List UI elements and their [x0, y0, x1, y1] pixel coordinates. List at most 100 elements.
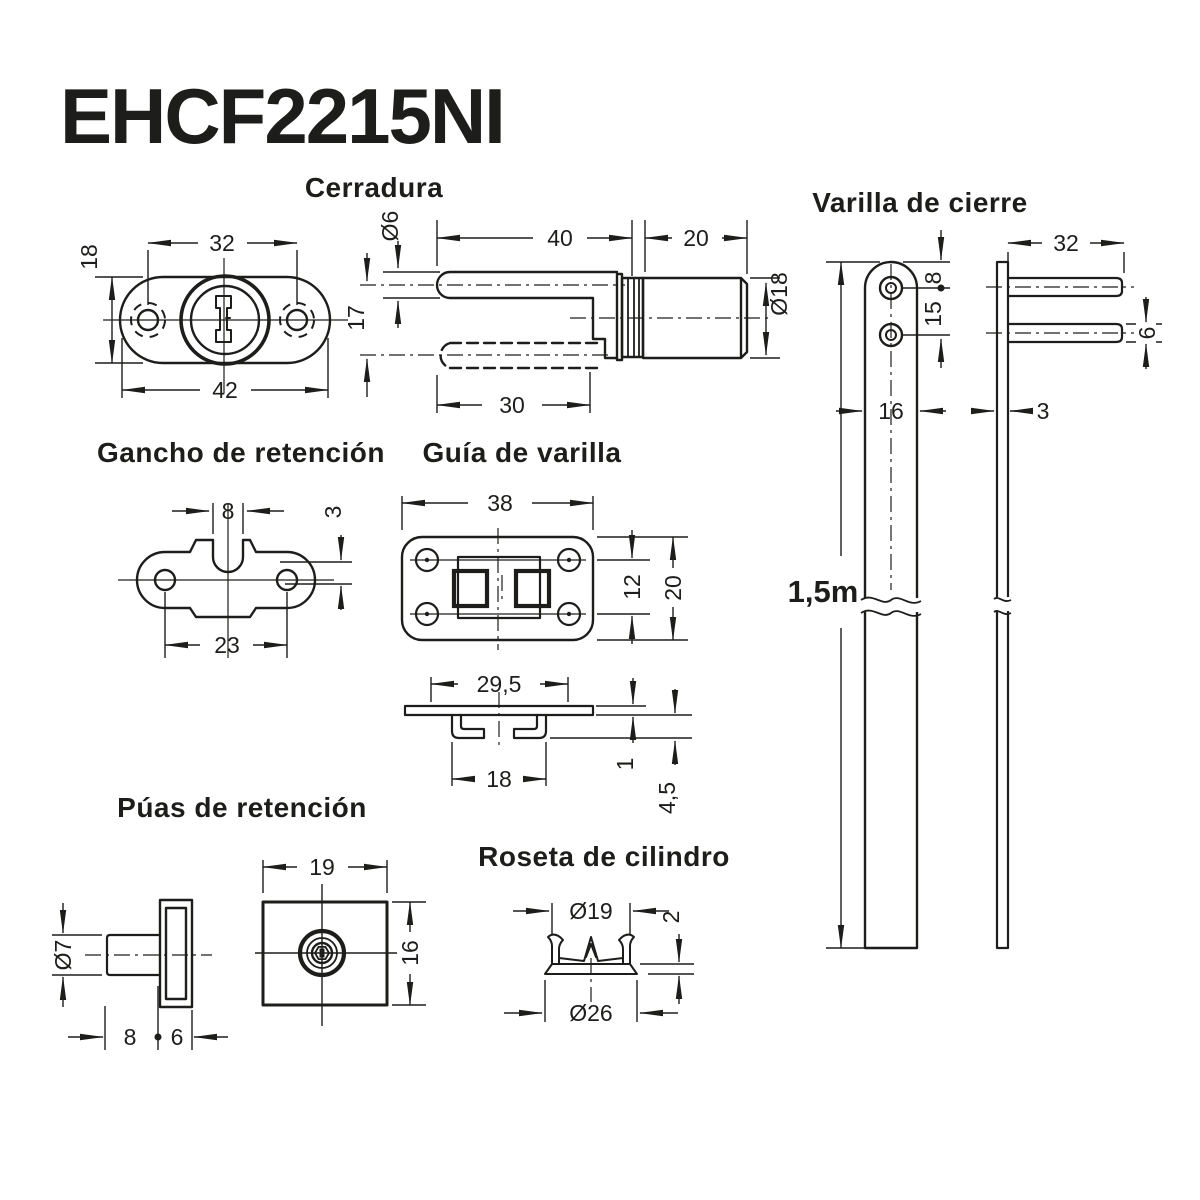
- product-code-title: EHCF2215NI: [60, 72, 504, 160]
- cerradura-cylinder-outer: [179, 274, 271, 366]
- dim-label-rod-length: 40: [547, 225, 573, 251]
- dim-label-rod-offset: 17: [343, 305, 369, 331]
- guia-plate-outline: [400, 535, 595, 642]
- dim-label-guia-height: 20: [660, 575, 686, 601]
- section-guia: Guía de varilla 38 12: [400, 437, 692, 814]
- cerradura-screw-hole-left: [136, 308, 160, 332]
- dim-label-puas-height: 16: [397, 940, 423, 966]
- dim-label-front-total-width: 42: [212, 377, 238, 403]
- dim-label-clip-span: 29,5: [477, 671, 522, 697]
- guia-hole-tl: [414, 547, 440, 573]
- dim-label-hole-spacing: 23: [214, 632, 240, 658]
- cerradura-front-view: 32 18 42: [76, 230, 348, 403]
- dim-ext-notch-depth: [280, 561, 352, 585]
- cerradura-screw-dashed-left: [130, 302, 166, 338]
- varilla-side-view: 32 6 3: [971, 230, 1162, 950]
- varilla-bar-outline: [863, 260, 919, 950]
- dim-ext-40-20: [436, 220, 748, 276]
- dim-ext-rod-dia: [383, 271, 440, 299]
- varilla-side-break-lines: [993, 597, 1012, 615]
- puas-heading: Púas de retención: [117, 792, 367, 823]
- varilla-front-view: 8 15 16 1,5m: [788, 230, 950, 950]
- dim-label-puas-pin-length: 8: [124, 1024, 137, 1050]
- puas-side-view: Ø7 8 6: [50, 898, 228, 1050]
- varilla-pin-bottom: [1006, 322, 1124, 344]
- puas-front-view: 19 16: [255, 854, 426, 1026]
- dim-label-body-diameter: Ø18: [766, 272, 792, 315]
- gancho-view: 8 3 23: [118, 498, 352, 658]
- guia-channel-boss-right: [513, 568, 552, 609]
- guia-hole-tr-dot: [566, 557, 572, 563]
- dim-label-bar-thickness: 3: [1037, 398, 1050, 424]
- varilla-pin-centerlines: [986, 286, 1134, 334]
- dim-label-outer-diameter: Ø26: [569, 1000, 612, 1026]
- dim-label-plate-thickness: 1: [612, 758, 638, 771]
- puas-pin: [105, 933, 162, 977]
- puas-hex-slot: [319, 948, 325, 958]
- dim-label-hole-top-offset: 8: [920, 272, 946, 285]
- dim-label-clip-inner: 18: [486, 766, 512, 792]
- guia-hole-tr: [556, 547, 582, 573]
- guia-channel-band: [456, 555, 542, 620]
- dim-ext-1-45: [550, 705, 692, 739]
- guia-side-view: 29,5 18 1 4,5: [403, 671, 692, 814]
- cerradura-side-centerlines: [360, 284, 772, 356]
- guia-front-view: 38 12 20: [400, 490, 688, 650]
- roseta-wall-left: [547, 933, 564, 965]
- dim-label-rod-diameter: Ø6: [377, 211, 403, 242]
- varilla-break-lines: [860, 596, 922, 617]
- dim-dot-8: [937, 284, 945, 292]
- cerradura-screw-dashed-right: [279, 302, 315, 338]
- gancho-hole-right: [275, 568, 299, 592]
- section-varilla: Varilla de cierre 8 15 16 1,5m: [788, 187, 1162, 950]
- cerradura-heading: Cerradura: [305, 172, 443, 203]
- puas-plate-outer: [158, 898, 194, 1009]
- guia-heading: Guía de varilla: [423, 437, 622, 468]
- dim-ext-18: [95, 276, 143, 364]
- dim-label-total-height: 4,5: [654, 782, 680, 814]
- cerradura-ring-lines: [627, 278, 640, 357]
- guia-side-plate: [403, 704, 595, 717]
- dim-ext-notch: [212, 503, 244, 534]
- dim-label-bar-width: 16: [878, 398, 904, 424]
- dim-label-body-length: 20: [683, 225, 709, 251]
- dim-ext-pin-dia7: [52, 934, 102, 976]
- dim-label-guia-hole-spacing: 12: [619, 574, 645, 600]
- puas-ring-mid: [306, 937, 338, 969]
- puas-plate-inner: [164, 906, 188, 1001]
- dim-label-bg-pin-dia: [1136, 323, 1156, 343]
- varilla-heading: Varilla de cierre: [812, 187, 1028, 218]
- dim-ext-32: [147, 250, 298, 305]
- section-cerradura: Cerradura 32 18 42: [76, 172, 792, 418]
- puas-hex-socket: [314, 946, 330, 960]
- dim-ext-12: [597, 559, 650, 615]
- dim-ext-length: [826, 261, 880, 949]
- dim-ext-body-dia: [750, 277, 780, 359]
- dim-ext-pin-length: [1007, 252, 1125, 273]
- dim-label-lower-rod-length: 30: [499, 392, 525, 418]
- cerradura-upper-rod: [435, 270, 619, 360]
- puas-ring-outer: [297, 928, 347, 978]
- gancho-outline: [135, 538, 317, 619]
- dim-ext-dia19: [551, 903, 631, 934]
- cerradura-body-cylinder: [641, 276, 749, 360]
- puas-front-square: [261, 900, 389, 1007]
- varilla-hole-top: [878, 275, 904, 301]
- guia-hole-centerlines: [410, 559, 586, 615]
- varilla-hole-bottom: [878, 322, 904, 348]
- dim-label-front-height: 18: [76, 244, 102, 270]
- cerradura-side-view: Ø6 17 40 20 Ø18 30: [343, 211, 792, 418]
- roseta-view: Ø19 2 Ø26: [504, 898, 694, 1026]
- dim-label-rim-height: 2: [658, 911, 684, 924]
- roseta-wall-right: [618, 933, 635, 965]
- guia-side-hook-left: [450, 713, 486, 740]
- section-roseta: Roseta de cilindro Ø19 2 Ø26: [478, 841, 729, 1026]
- gancho-heading: Gancho de retención: [97, 437, 385, 468]
- dim-label-puas-width: 19: [309, 854, 335, 880]
- dim-ext-dia26: [544, 980, 638, 1022]
- dim-label-notch-depth: 3: [320, 506, 346, 519]
- dim-label-inner-diameter: Ø19: [569, 898, 612, 924]
- guia-hole-br: [556, 601, 582, 627]
